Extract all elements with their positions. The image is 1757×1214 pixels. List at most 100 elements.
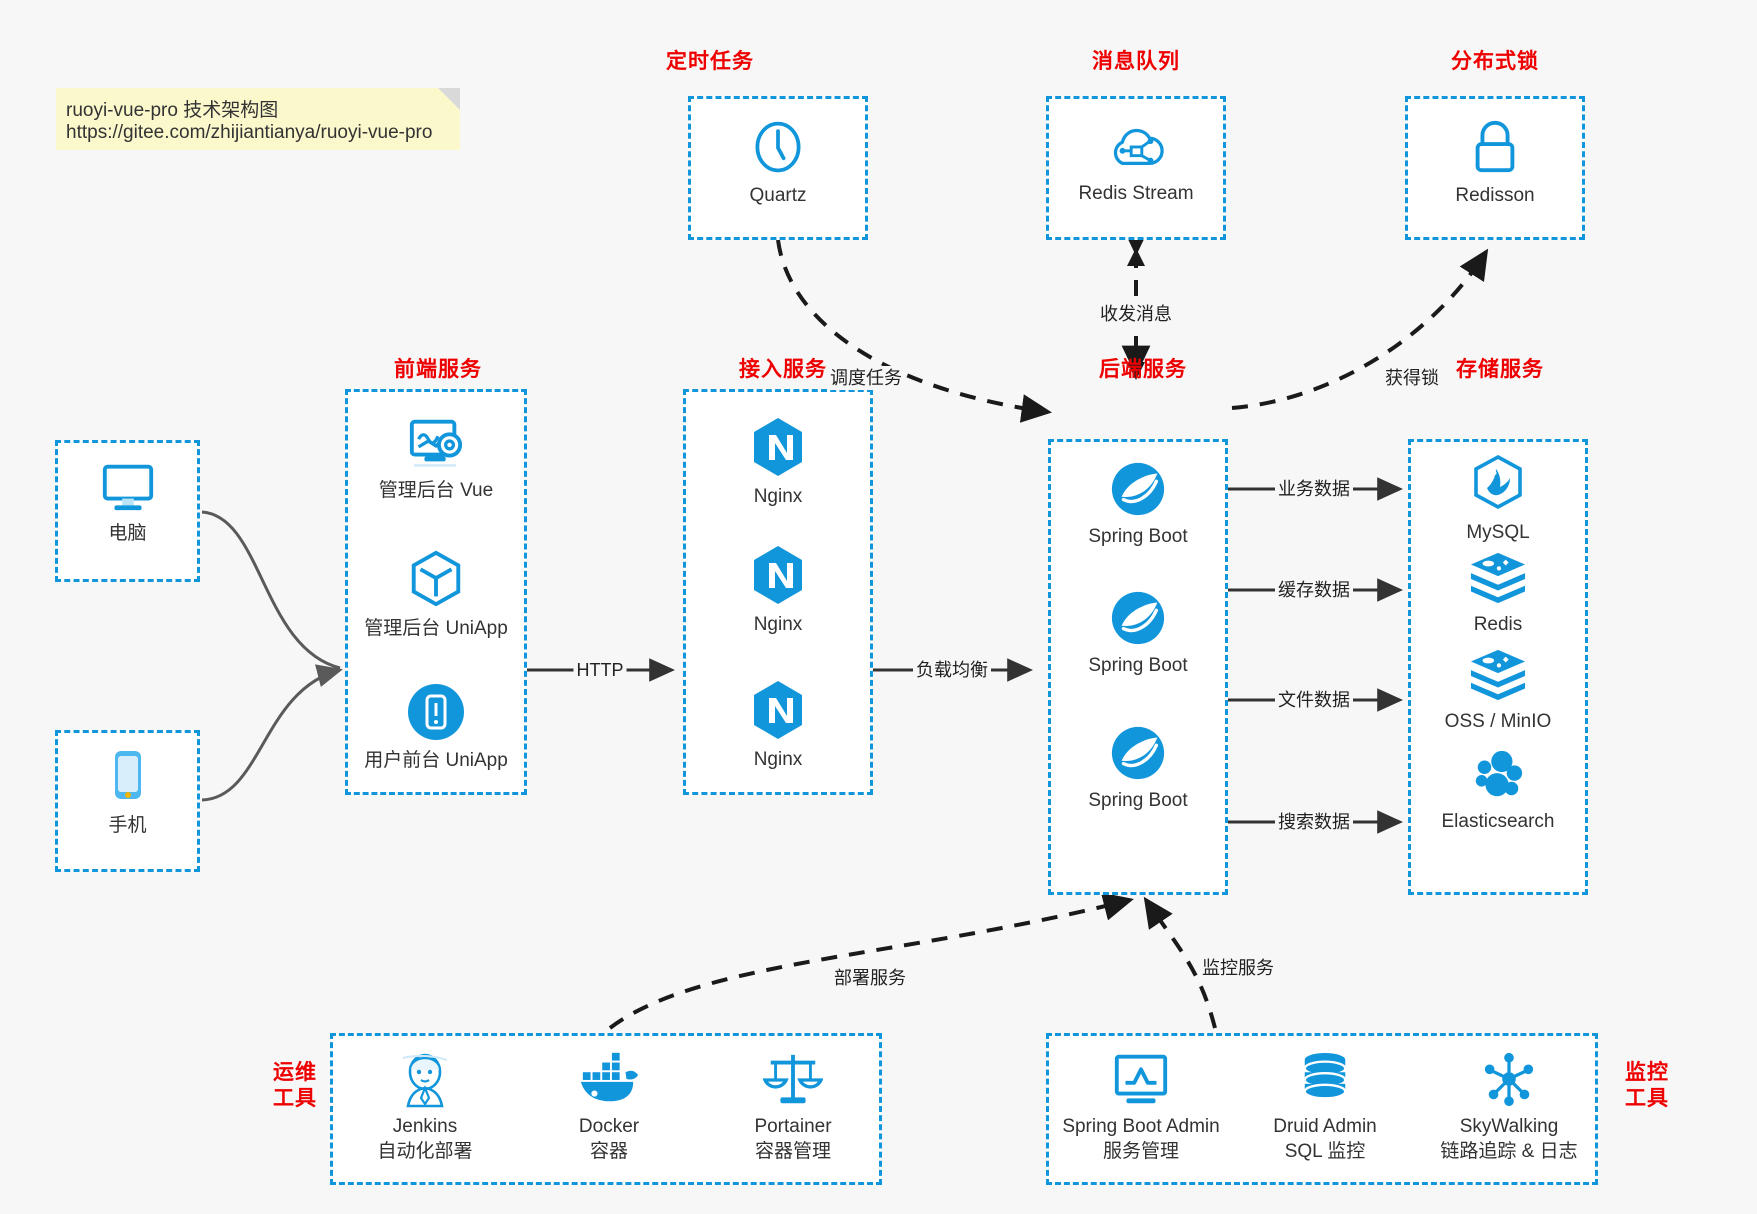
group-box-storage: MySQL Redis OSS / MinIO [1408, 439, 1588, 895]
cloud-network-icon [1113, 128, 1164, 166]
node-nginx-3[interactable]: Nginx [686, 679, 870, 772]
note-line-2: https://gitee.com/zhijiantianya/ruoyi-vu… [66, 122, 433, 143]
note-fold-corner [438, 88, 460, 110]
node-label: Elasticsearch [1441, 811, 1555, 832]
group-title-storage: 存储服务 [1456, 358, 1544, 381]
node-label: 电脑 [108, 523, 147, 544]
edge-label-cache-data: 缓存数据 [1275, 578, 1353, 602]
group-title-devops: 运维 工具 [258, 1060, 332, 1112]
group-title-monitor-line1: 监控 [1625, 1061, 1669, 1084]
group-box-frontend: 管理后台 Vue 管理后台 UniApp 用户前台 UniApp [345, 389, 527, 795]
elasticsearch-icon [1475, 750, 1523, 797]
node-springboot-1[interactable]: Spring Boot [1051, 460, 1225, 549]
group-box-devops: Jenkins 自动化部署 Docker 容器 [330, 1033, 882, 1185]
group-title-backend: 后端服务 [1099, 358, 1187, 381]
node-label: Spring Boot [1088, 526, 1188, 547]
group-title-devops-line2: 工具 [273, 1087, 317, 1110]
node-label: MySQL [1466, 522, 1530, 543]
edge-schedule-curve [776, 239, 1052, 423]
node-redis[interactable]: Redis [1411, 550, 1585, 637]
edge-mobile-to-frontend [201, 664, 343, 802]
node-quartz[interactable]: Quartz [691, 117, 865, 208]
node-label: Spring Boot [1088, 655, 1188, 676]
group-title-monitor-line2: 工具 [1625, 1087, 1669, 1110]
node-user-uniapp[interactable]: 用户前台 UniApp [348, 682, 524, 773]
node-sublabel: 链路追踪 & 日志 [1440, 1141, 1578, 1162]
node-label: Redis Stream [1078, 183, 1194, 204]
group-title-gateway: 接入服务 [739, 358, 827, 381]
node-nginx-2[interactable]: Nginx [686, 544, 870, 637]
group-title-lock: 分布式锁 [1451, 50, 1539, 73]
node-label: 管理后台 UniApp [364, 618, 508, 639]
mobile-app-icon [408, 684, 464, 740]
database-icon [1303, 1052, 1347, 1100]
redis-icon [1470, 552, 1526, 604]
node-mysql[interactable]: MySQL [1411, 454, 1585, 545]
nginx-icon [754, 681, 802, 739]
node-druid-admin[interactable]: Druid Admin SQL 监控 [1233, 1050, 1417, 1165]
spring-boot-icon [1111, 462, 1165, 516]
node-docker[interactable]: Docker 容器 [517, 1050, 701, 1165]
group-box-backend: Spring Boot Spring Boot Spring Boot [1048, 439, 1228, 895]
node-sublabel: SQL 监控 [1284, 1141, 1366, 1162]
group-title-mq: 消息队列 [1092, 50, 1180, 73]
oss-minio-icon [1470, 649, 1526, 701]
group-box-client-pc: 电脑 [55, 440, 200, 582]
node-label: Nginx [753, 749, 803, 770]
node-redis-stream[interactable]: Redis Stream [1049, 117, 1223, 206]
node-label: Quartz [749, 185, 807, 206]
node-label: Redisson [1455, 185, 1535, 206]
jenkins-icon [402, 1053, 448, 1108]
cube-icon [411, 550, 461, 607]
edge-getlock-curve [1231, 248, 1489, 410]
edge-label-getlock: 获得锁 [1382, 366, 1442, 390]
node-oss-minio[interactable]: OSS / MinIO [1411, 647, 1585, 734]
node-admin-uniapp[interactable]: 管理后台 UniApp [348, 548, 524, 641]
node-label: Redis [1473, 614, 1523, 635]
node-mobile[interactable]: 手机 [58, 747, 197, 838]
node-redisson[interactable]: Redisson [1408, 117, 1582, 208]
edge-label-deploy: 部署服务 [831, 966, 909, 990]
spring-boot-icon [1111, 726, 1165, 780]
edge-label-observe: 监控服务 [1199, 956, 1277, 980]
edge-pc-to-frontend [201, 510, 341, 670]
node-spring-boot-admin[interactable]: Spring Boot Admin 服务管理 [1049, 1050, 1233, 1165]
edge-label-file-data: 文件数据 [1275, 688, 1353, 712]
phone-icon [114, 751, 141, 799]
message-arrow-up [1127, 248, 1145, 266]
edge-label-biz-data: 业务数据 [1275, 477, 1353, 501]
node-label: Druid Admin [1273, 1116, 1377, 1137]
node-portainer[interactable]: Portainer 容器管理 [701, 1050, 885, 1165]
spring-boot-icon [1111, 591, 1165, 645]
node-sublabel: 容器 [589, 1141, 628, 1162]
node-springboot-2[interactable]: Spring Boot [1051, 589, 1225, 678]
group-title-devops-line1: 运维 [273, 1061, 317, 1084]
nginx-icon [754, 546, 802, 604]
node-label: SkyWalking [1459, 1116, 1559, 1137]
node-pc[interactable]: 电脑 [58, 457, 197, 546]
group-title-frontend: 前端服务 [394, 358, 482, 381]
node-label: 管理后台 Vue [378, 480, 494, 501]
node-sublabel: 容器管理 [754, 1141, 831, 1162]
node-skywalking[interactable]: SkyWalking 链路追踪 & 日志 [1417, 1050, 1601, 1165]
note-line-1: ruoyi-vue-pro 技术架构图 [66, 100, 279, 121]
sticky-note: ruoyi-vue-pro 技术架构图 https://gitee.com/zh… [56, 88, 460, 150]
node-label: 用户前台 UniApp [364, 750, 508, 771]
node-jenkins[interactable]: Jenkins 自动化部署 [333, 1050, 517, 1165]
node-admin-vue[interactable]: 管理后台 Vue [348, 414, 524, 503]
group-title-scheduler: 定时任务 [666, 50, 754, 73]
edge-label-loadbalance: 负载均衡 [913, 658, 991, 682]
group-box-scheduler: Quartz [688, 96, 868, 240]
node-springboot-3[interactable]: Spring Boot [1051, 724, 1225, 813]
edge-label-schedule: 调度任务 [827, 366, 905, 390]
node-label: Docker [578, 1116, 640, 1137]
edge-label-http: HTTP [573, 658, 627, 682]
node-label: Nginx [753, 486, 803, 507]
mysql-icon [1474, 454, 1522, 510]
node-elasticsearch[interactable]: Elasticsearch [1411, 747, 1585, 834]
node-nginx-1[interactable]: Nginx [686, 416, 870, 509]
node-label: Jenkins [392, 1116, 458, 1137]
node-label: 手机 [108, 815, 147, 836]
lock-icon [1475, 120, 1515, 173]
